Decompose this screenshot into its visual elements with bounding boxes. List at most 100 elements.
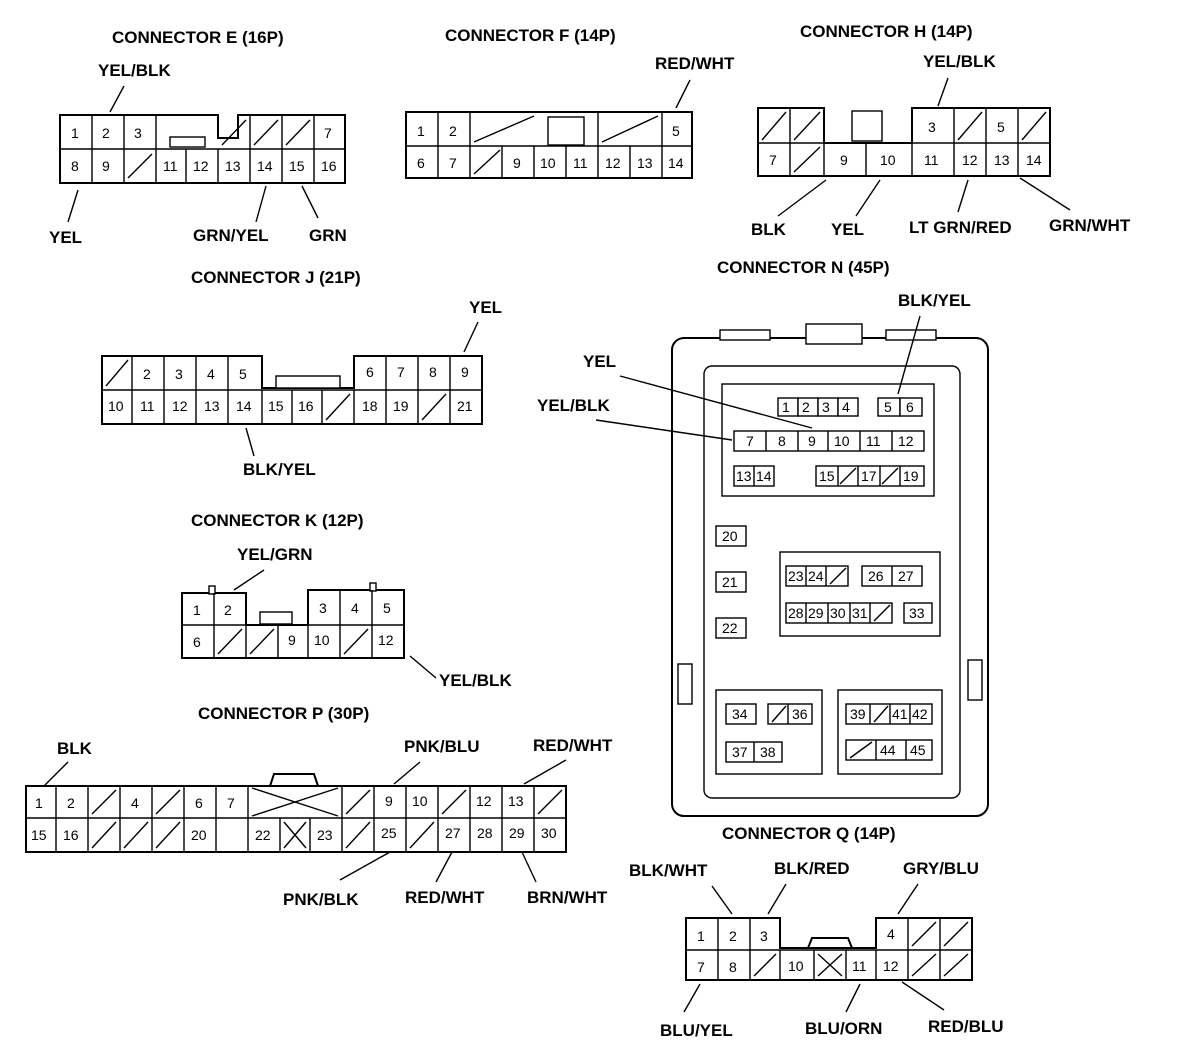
wire-label: GRN: [309, 226, 347, 245]
pin-label: 7: [769, 152, 777, 168]
wire-label: PNK/BLU: [404, 737, 480, 756]
pin-label: 6: [366, 364, 374, 380]
pin-label: 24: [808, 568, 824, 584]
pin-label: 28: [788, 605, 804, 621]
pin-label: 2: [224, 602, 232, 618]
pin-label: 2: [802, 399, 810, 415]
pin-label: 20: [191, 827, 207, 843]
pin-label: 3: [822, 399, 830, 415]
pin-label: 5: [884, 399, 892, 415]
connector-f-latch: [547, 116, 585, 146]
pin-label: 11: [573, 155, 588, 171]
pin-label: 13: [508, 793, 524, 809]
wire-label: BLK: [751, 220, 787, 239]
wire-label: LT GRN/RED: [909, 218, 1012, 237]
wire-label: BLK/YEL: [243, 460, 316, 479]
pin-label: 7: [324, 125, 332, 141]
wire-label: BLK/RED: [774, 859, 850, 878]
pin-label: 12: [193, 158, 209, 174]
pin-label: 9: [513, 155, 521, 171]
wire-label: BLU/YEL: [660, 1021, 733, 1040]
pin-label: 15: [289, 158, 305, 174]
pin-label: 42: [912, 706, 928, 722]
pin-label: 3: [319, 600, 327, 616]
pin-label: 8: [729, 959, 737, 975]
wire-label: BLK/WHT: [629, 861, 708, 880]
pin-label: 6: [193, 634, 201, 650]
wire-label: RED/WHT: [405, 888, 485, 907]
connector-e-title: CONNECTOR E (16P): [112, 28, 284, 47]
wire-label: RED/BLU: [928, 1017, 1004, 1036]
pin-label: 9: [808, 433, 816, 449]
wire-label: YEL/BLK: [439, 671, 512, 690]
pin-label: 4: [351, 600, 359, 616]
wire-label: RED/WHT: [533, 736, 613, 755]
pin-label: 11: [924, 152, 939, 168]
connector-e: CONNECTOR E (16P) 1 2 3 7 8 9 11 12 13 1…: [49, 28, 347, 247]
pin-label: 16: [298, 398, 314, 414]
pin-label: 14: [668, 155, 684, 171]
pin-label: 4: [131, 795, 139, 811]
connector-n: CONNECTOR N (45P): [537, 258, 989, 817]
pin-label: 2: [102, 125, 110, 141]
pin-label: 10: [314, 632, 330, 648]
wire-label: YEL/BLK: [537, 396, 610, 415]
pin-label: 39: [850, 706, 866, 722]
pin-label: 10: [412, 793, 428, 809]
pin-label: 12: [172, 398, 188, 414]
pin-label: 18: [362, 398, 378, 414]
pin-label: 41: [892, 706, 908, 722]
pin-label: 28: [477, 825, 493, 841]
pin-label: 1: [193, 602, 201, 618]
pin-label: 44: [880, 742, 896, 758]
pin-label: 1: [71, 125, 79, 141]
wire-label: YEL: [583, 352, 616, 371]
wire-label: YEL: [469, 298, 502, 317]
pin-label: 8: [71, 158, 79, 174]
pin-label: 11: [163, 158, 178, 174]
pin-label: 3: [760, 928, 768, 944]
pin-label: 13: [204, 398, 220, 414]
pin-label: 29: [509, 825, 525, 841]
pin-label: 27: [898, 568, 914, 584]
pin-label: 2: [143, 366, 151, 382]
connector-j-latch: [275, 375, 341, 389]
pin-label: 10: [540, 155, 556, 171]
connector-p-title: CONNECTOR P (30P): [198, 704, 369, 723]
connector-k-latch: [259, 611, 293, 625]
pin-label: 2: [449, 123, 457, 139]
pin-label: 12: [476, 793, 492, 809]
pin-label: 45: [910, 742, 926, 758]
pin-label: 9: [385, 793, 393, 809]
connector-j: CONNECTOR J (21P) 2 3 4 5 6 7 8 9 10 11 …: [101, 268, 502, 479]
pin-label: 38: [760, 744, 776, 760]
pin-label: 1: [417, 123, 425, 139]
pin-label: 5: [672, 123, 680, 139]
pin-label: 2: [729, 928, 737, 944]
wire-label: YEL/BLK: [98, 61, 171, 80]
connector-f-title: CONNECTOR F (14P): [445, 26, 616, 45]
wire-label: YEL/BLK: [923, 52, 996, 71]
wire-label: BRN/WHT: [527, 888, 608, 907]
connector-j-title: CONNECTOR J (21P): [191, 268, 361, 287]
connector-q-title: CONNECTOR Q (14P): [722, 824, 896, 843]
pin-label: 36: [792, 706, 808, 722]
pin-label: 13: [736, 468, 752, 484]
pin-label: 16: [321, 158, 337, 174]
wire-label: GRN/YEL: [193, 226, 269, 245]
pin-label: 23: [317, 827, 333, 843]
pin-label: 5: [239, 366, 247, 382]
pin-label: 15: [819, 468, 835, 484]
pin-label: 14: [756, 468, 772, 484]
pin-label: 11: [852, 958, 867, 974]
connector-p: CONNECTOR P (30P) 1 2 4: [25, 704, 613, 909]
connector-e-latch: [169, 136, 206, 148]
wire-label: GRN/WHT: [1049, 216, 1131, 235]
pin-label: 22: [722, 620, 738, 636]
pin-label: 10: [788, 958, 804, 974]
pin-label: 12: [883, 958, 899, 974]
connector-q: CONNECTOR Q (14P) 1 2 3 4 7 8 10 11 12 B…: [629, 824, 1004, 1040]
pin-label: 34: [732, 706, 748, 722]
pin-label: 7: [227, 795, 235, 811]
pin-label: 6: [906, 399, 914, 415]
